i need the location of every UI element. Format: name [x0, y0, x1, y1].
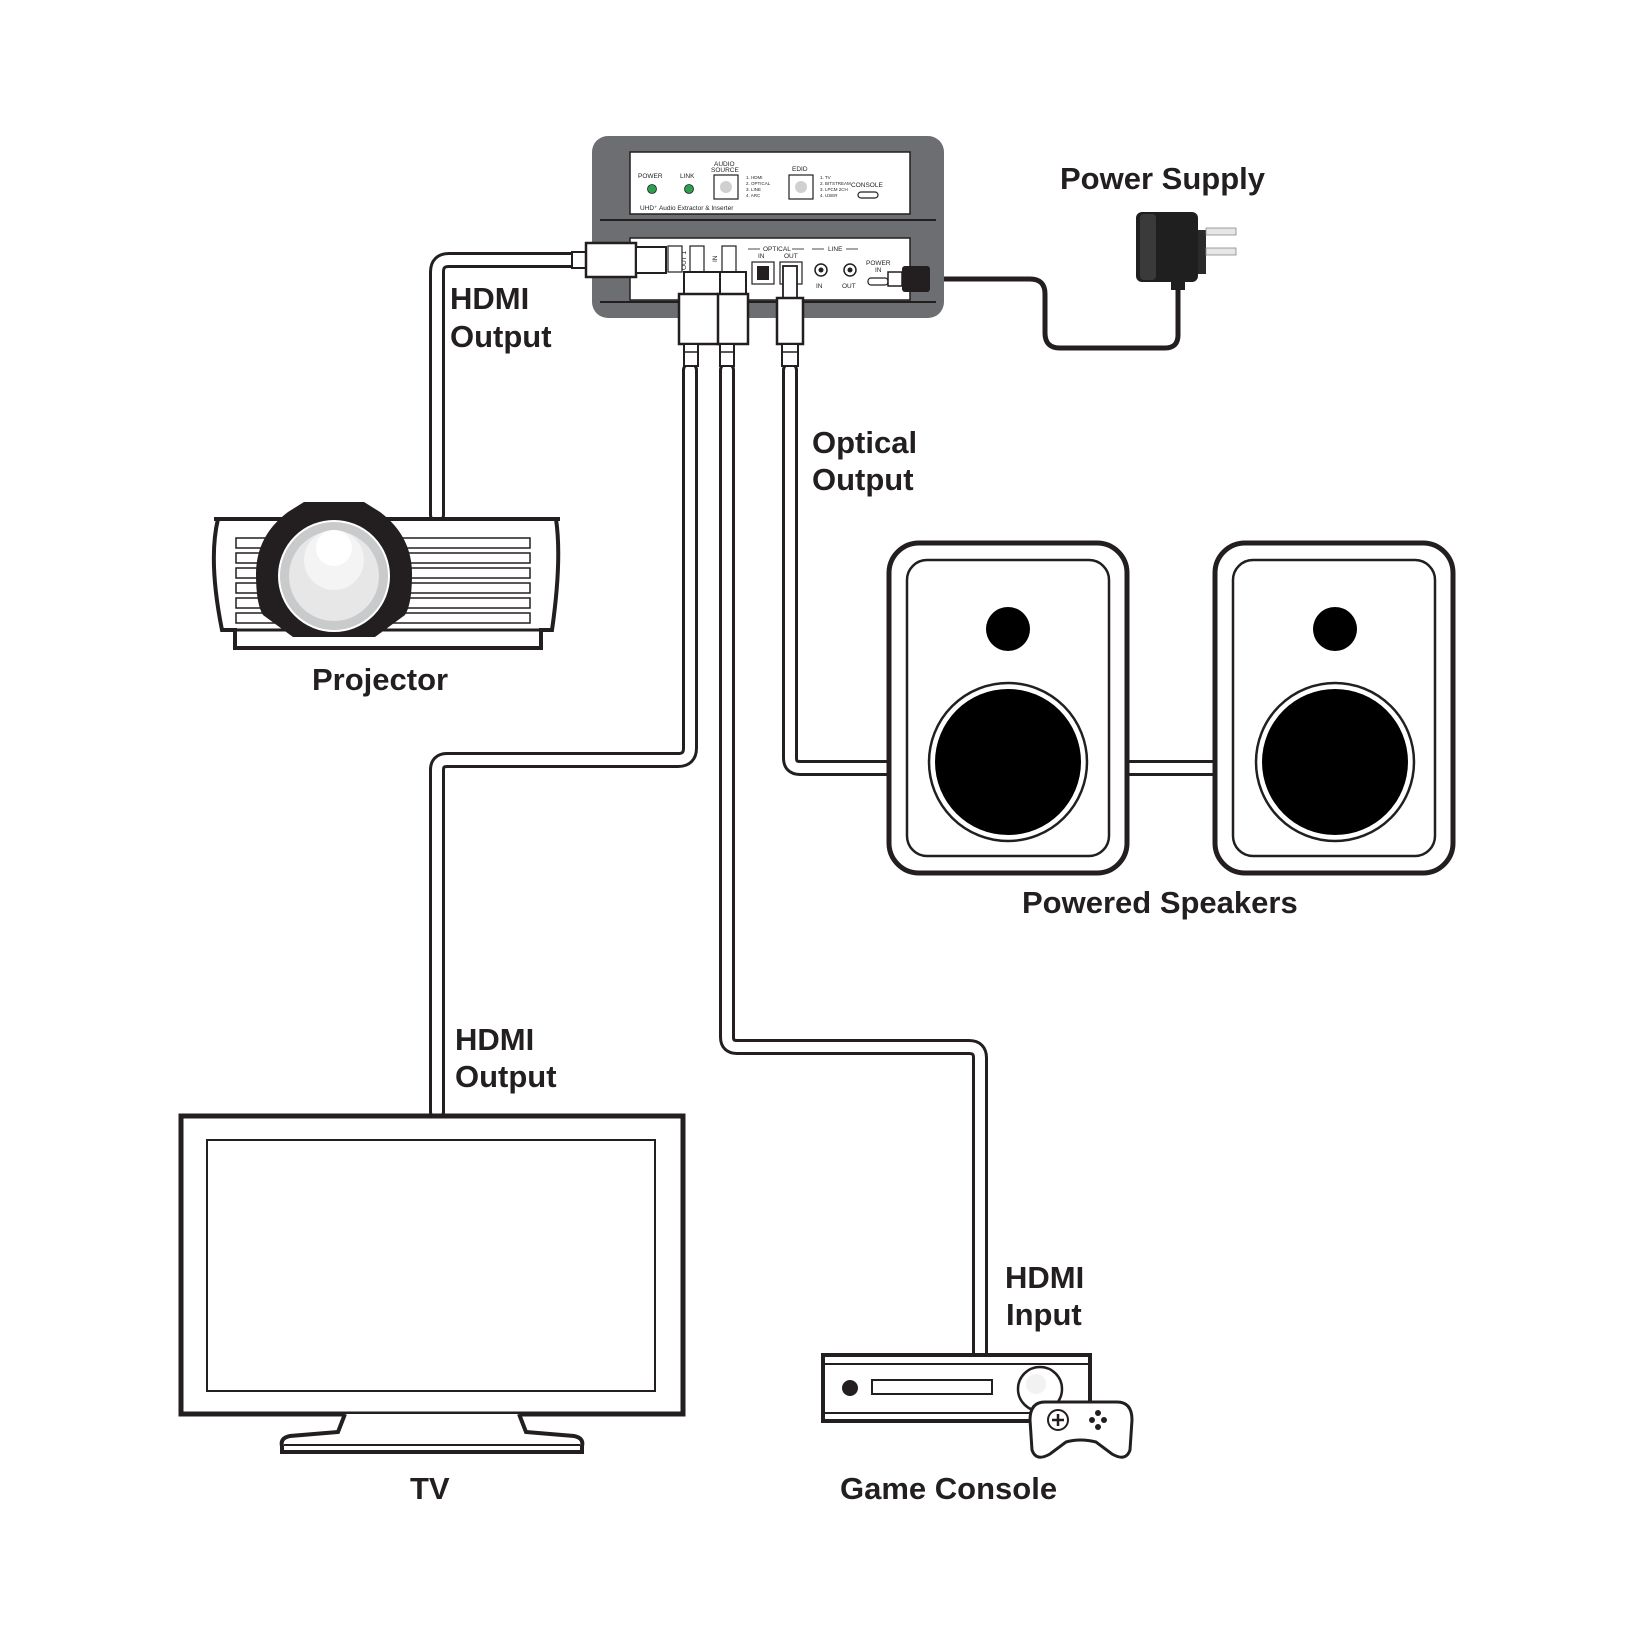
tweeter-icon [986, 607, 1030, 651]
rear-optical-in-label: IN [758, 253, 765, 260]
power-led-icon [647, 184, 657, 194]
speaker-left-icon [886, 540, 1130, 876]
game-console-icon [821, 1353, 1134, 1459]
power-in-port-icon [867, 277, 889, 286]
woofer-icon [1262, 689, 1408, 835]
optical-output-label-line1: Optical [812, 425, 917, 460]
hdmi-cable-game-console [719, 362, 988, 1363]
hdmi-cable-tv [429, 362, 698, 1120]
front-power-label: POWER [638, 173, 663, 180]
hdmi-plug-game-console-icon [716, 271, 750, 367]
rear-out1-label: OUT 1 [681, 251, 688, 270]
optical-cable-speakers [782, 362, 898, 776]
tv-icon [178, 1113, 686, 1454]
edid-knob-icon [795, 181, 807, 193]
power-cord [932, 276, 1181, 351]
optical-output-label-line2: Output [812, 462, 914, 497]
hdmi-input-label-line2: Input [1006, 1297, 1082, 1332]
audio-opt-3: 3. LINE [746, 187, 761, 192]
front-link-label: LINK [680, 173, 695, 180]
projector-label: Projector [312, 662, 448, 697]
front-audio-source-label-1: AUDIO [714, 161, 735, 168]
hdmi-output-tv-label-line2: Output [455, 1059, 557, 1094]
disc-slot-icon [871, 1379, 993, 1395]
front-edid-label: EDID [792, 166, 808, 173]
front-model-label: UHD⁺ Audio Extractor & Inserter [640, 205, 734, 212]
hdmi-input-label-line1: HDMI [1005, 1260, 1084, 1295]
rear-line-in-label: IN [816, 283, 823, 290]
rear-power-in-label-1: POWER [866, 260, 891, 267]
optical-plug-icon [775, 265, 805, 367]
power-supply-icon [1136, 212, 1237, 290]
edid-opt-1: 1. TV [820, 175, 831, 180]
cables [429, 252, 1223, 1363]
hdmi-out-2-port-icon [667, 245, 683, 273]
hdmi-output-tv-label-line1: HDMI [455, 1022, 534, 1057]
edid-opt-2: 2. BITSTREAM [820, 181, 851, 186]
hdmi-plug-tv-icon [677, 271, 725, 367]
audio-opt-2: 2. OPTICAL [746, 181, 771, 186]
audio-opt-4: 4. ARC [746, 193, 761, 198]
rear-optical-out-label: OUT [784, 253, 798, 260]
rear-in-label: IN [712, 255, 719, 262]
powered-speakers-label: Powered Speakers [1022, 885, 1298, 920]
rear-line-out-label: OUT [842, 283, 856, 290]
hdmi-out-1-port-icon [689, 245, 705, 273]
projector-icon [211, 502, 561, 650]
hdmi-in-port-icon [721, 245, 737, 273]
console-power-button-icon [842, 1380, 858, 1396]
plugs [571, 241, 930, 367]
power-plug-icon [887, 266, 930, 292]
rear-optical-label: OPTICAL [763, 246, 791, 253]
edid-opt-4: 4. USER [820, 193, 838, 198]
console-port-icon [857, 191, 879, 199]
game-console-label: Game Console [840, 1471, 1057, 1506]
audio-extractor-device: POWER LINK AUDIO SOURCE 1. HDMI 2. OPTIC… [592, 136, 944, 318]
hdmi-output-projector-label-line1: HDMI [450, 281, 529, 316]
hdmi-cable-projector [429, 252, 588, 523]
tweeter-icon [1313, 607, 1357, 651]
speaker-right-icon [1212, 540, 1456, 876]
gamepad-icon [1028, 1400, 1134, 1459]
woofer-icon [935, 689, 1081, 835]
front-audio-source-label-2: SOURCE [711, 167, 739, 174]
labels: Power Supply HDMI Output Optical Output … [312, 161, 1298, 1506]
rear-line-label: LINE [828, 246, 843, 253]
link-led-icon [684, 184, 694, 194]
power-supply-label: Power Supply [1060, 161, 1266, 196]
hdmi-output-projector-label-line2: Output [450, 319, 552, 354]
front-panel: POWER LINK AUDIO SOURCE 1. HDMI 2. OPTIC… [600, 151, 936, 221]
audio-opt-1: 1. HDMI [746, 175, 763, 180]
tv-label: TV [410, 1471, 450, 1506]
hdmi-plug-projector-icon [571, 241, 667, 279]
rear-power-in-label-2: IN [875, 267, 882, 274]
front-console-label: CONSOLE [851, 182, 883, 189]
audio-source-knob-icon [720, 181, 732, 193]
edid-opt-3: 3. LPCM 2CH [820, 187, 848, 192]
